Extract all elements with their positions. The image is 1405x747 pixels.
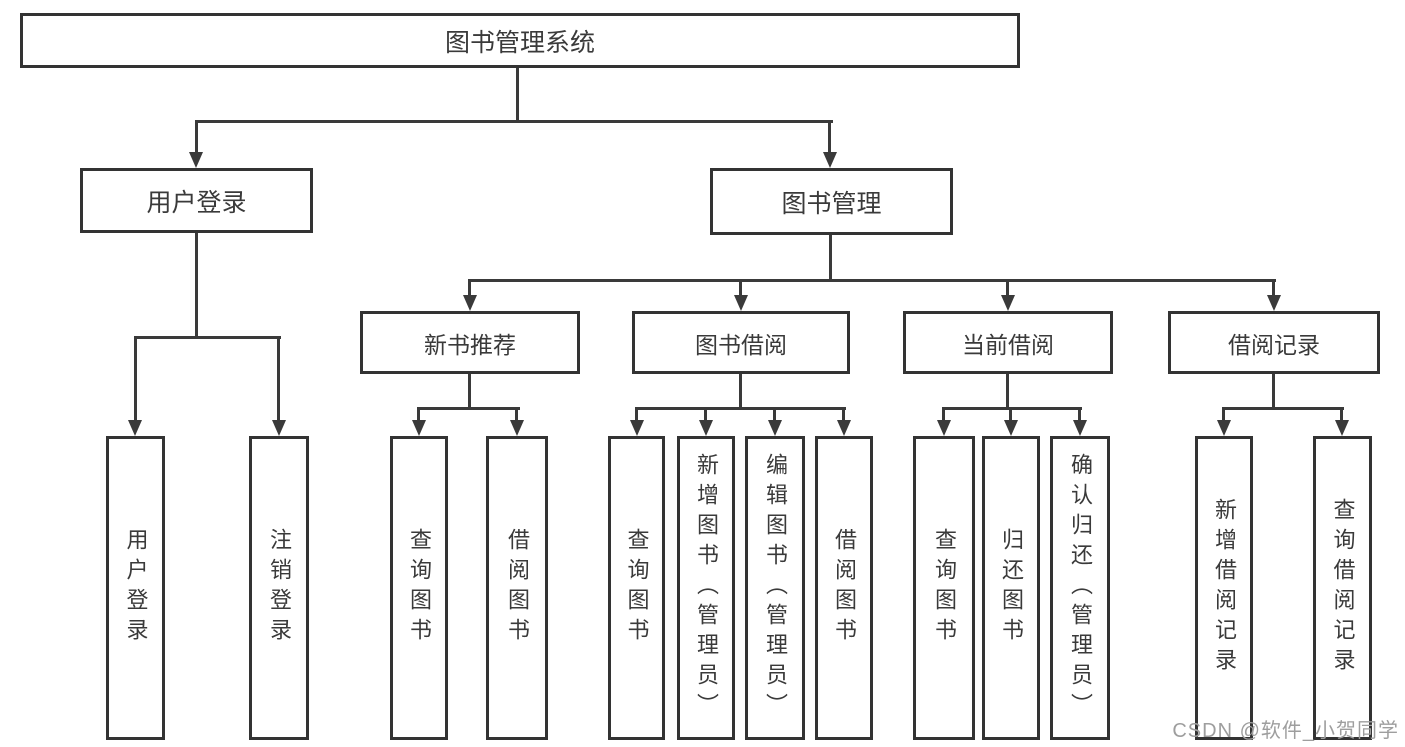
arrowhead-down-icon	[1335, 420, 1349, 436]
leaf-edit-book-admin: 编辑图书（管理员）	[745, 436, 805, 740]
arrowhead-down-icon	[412, 420, 426, 436]
node-label: 新书推荐	[424, 331, 516, 358]
arrowhead-down-icon	[630, 420, 644, 436]
connector-line	[1006, 279, 1009, 298]
leaf-confirm-return-admin: 确认归还（管理员）	[1050, 436, 1110, 740]
connector-line	[1272, 374, 1275, 410]
leaf-borrow-book: 借阅图书	[815, 436, 873, 740]
arrowhead-down-icon	[837, 420, 851, 436]
leaf-label: 注销登录	[267, 528, 292, 648]
connector-line	[516, 68, 519, 123]
arrowhead-down-icon	[823, 152, 837, 168]
node-borrowing-records: 借阅记录	[1168, 311, 1380, 374]
leaf-borrow-query-book: 查询图书	[608, 436, 665, 740]
leaf-label: 确认归还（管理员）	[1068, 453, 1093, 723]
leaf-return-book: 归还图书	[982, 436, 1040, 740]
node-label: 借阅记录	[1228, 331, 1320, 358]
node-label: 图书管理系统	[444, 28, 595, 57]
leaf-logout: 注销登录	[249, 436, 309, 740]
leaf-user-login: 用户登录	[106, 436, 165, 740]
connector-line	[468, 279, 471, 298]
arrowhead-down-icon	[937, 420, 951, 436]
node-label: 用户登录	[146, 188, 247, 217]
leaf-label: 归还图书	[999, 528, 1024, 648]
arrowhead-down-icon	[189, 152, 203, 168]
leaf-label: 新增图书（管理员）	[694, 453, 719, 723]
connector-line	[635, 407, 638, 423]
leaf-add-borrow-record: 新增借阅记录	[1195, 436, 1253, 740]
connector-line	[195, 120, 198, 153]
arrowhead-down-icon	[1073, 420, 1087, 436]
leaf-recommend-query-book: 查询图书	[390, 436, 448, 740]
node-new-book-recommendation: 新书推荐	[360, 311, 580, 374]
node-user-login: 用户登录	[80, 168, 313, 233]
connector-line	[195, 120, 833, 123]
connector-line	[635, 407, 846, 410]
connector-line	[1272, 279, 1275, 298]
leaf-label: 查询图书	[932, 528, 957, 648]
connector-line	[195, 233, 198, 339]
arrowhead-down-icon	[699, 420, 713, 436]
leaf-add-book-admin: 新增图书（管理员）	[677, 436, 735, 740]
connector-line	[515, 407, 518, 423]
arrowhead-down-icon	[463, 295, 477, 311]
connector-line	[1222, 407, 1225, 423]
connector-line	[417, 407, 520, 410]
connector-line	[134, 336, 137, 422]
connector-line	[829, 235, 832, 282]
leaf-label: 借阅图书	[832, 528, 857, 648]
leaf-recommend-borrow-book: 借阅图书	[486, 436, 548, 740]
connector-line	[417, 407, 420, 423]
arrowhead-down-icon	[272, 420, 286, 436]
connector-line	[773, 407, 776, 423]
connector-line	[277, 336, 280, 422]
connector-line	[1078, 407, 1081, 423]
leaf-label: 查询图书	[407, 528, 432, 648]
connector-line	[739, 374, 742, 410]
node-label: 图书借阅	[695, 331, 787, 358]
leaf-label: 用户登录	[123, 528, 149, 648]
node-book-management: 图书管理	[710, 168, 953, 235]
connector-line	[1340, 407, 1343, 423]
connector-line	[942, 407, 1082, 410]
arrowhead-down-icon	[1001, 295, 1015, 311]
arrowhead-down-icon	[734, 295, 748, 311]
connector-line	[468, 374, 471, 410]
node-label: 图书管理	[781, 189, 882, 218]
node-label: 当前借阅	[962, 331, 1054, 358]
connector-line	[828, 120, 831, 153]
csdn-watermark: CSDN @软件_小贺同学	[1172, 720, 1399, 742]
connector-line	[942, 407, 945, 423]
node-current-borrowing: 当前借阅	[903, 311, 1113, 374]
arrowhead-down-icon	[1217, 420, 1231, 436]
leaf-label: 查询图书	[624, 528, 650, 648]
connector-line	[134, 336, 281, 339]
connector-line	[739, 279, 742, 298]
arrowhead-down-icon	[768, 420, 782, 436]
leaf-current-query-book: 查询图书	[913, 436, 975, 740]
connector-line	[1009, 407, 1012, 423]
leaf-label: 查询借阅记录	[1330, 498, 1356, 678]
connector-line	[842, 407, 845, 423]
arrowhead-down-icon	[1267, 295, 1281, 311]
connector-line	[468, 279, 1276, 282]
connector-line	[1222, 407, 1344, 410]
leaf-label: 编辑图书（管理员）	[763, 453, 788, 723]
leaf-label: 新增借阅记录	[1212, 498, 1237, 678]
leaf-label: 借阅图书	[505, 528, 530, 648]
node-library-management-system: 图书管理系统	[20, 13, 1020, 68]
node-book-borrowing: 图书借阅	[632, 311, 850, 374]
arrowhead-down-icon	[128, 420, 142, 436]
arrowhead-down-icon	[1004, 420, 1018, 436]
arrowhead-down-icon	[510, 420, 524, 436]
connector-line	[704, 407, 707, 423]
connector-line	[1006, 374, 1009, 410]
leaf-query-borrow-record: 查询借阅记录	[1313, 436, 1372, 740]
